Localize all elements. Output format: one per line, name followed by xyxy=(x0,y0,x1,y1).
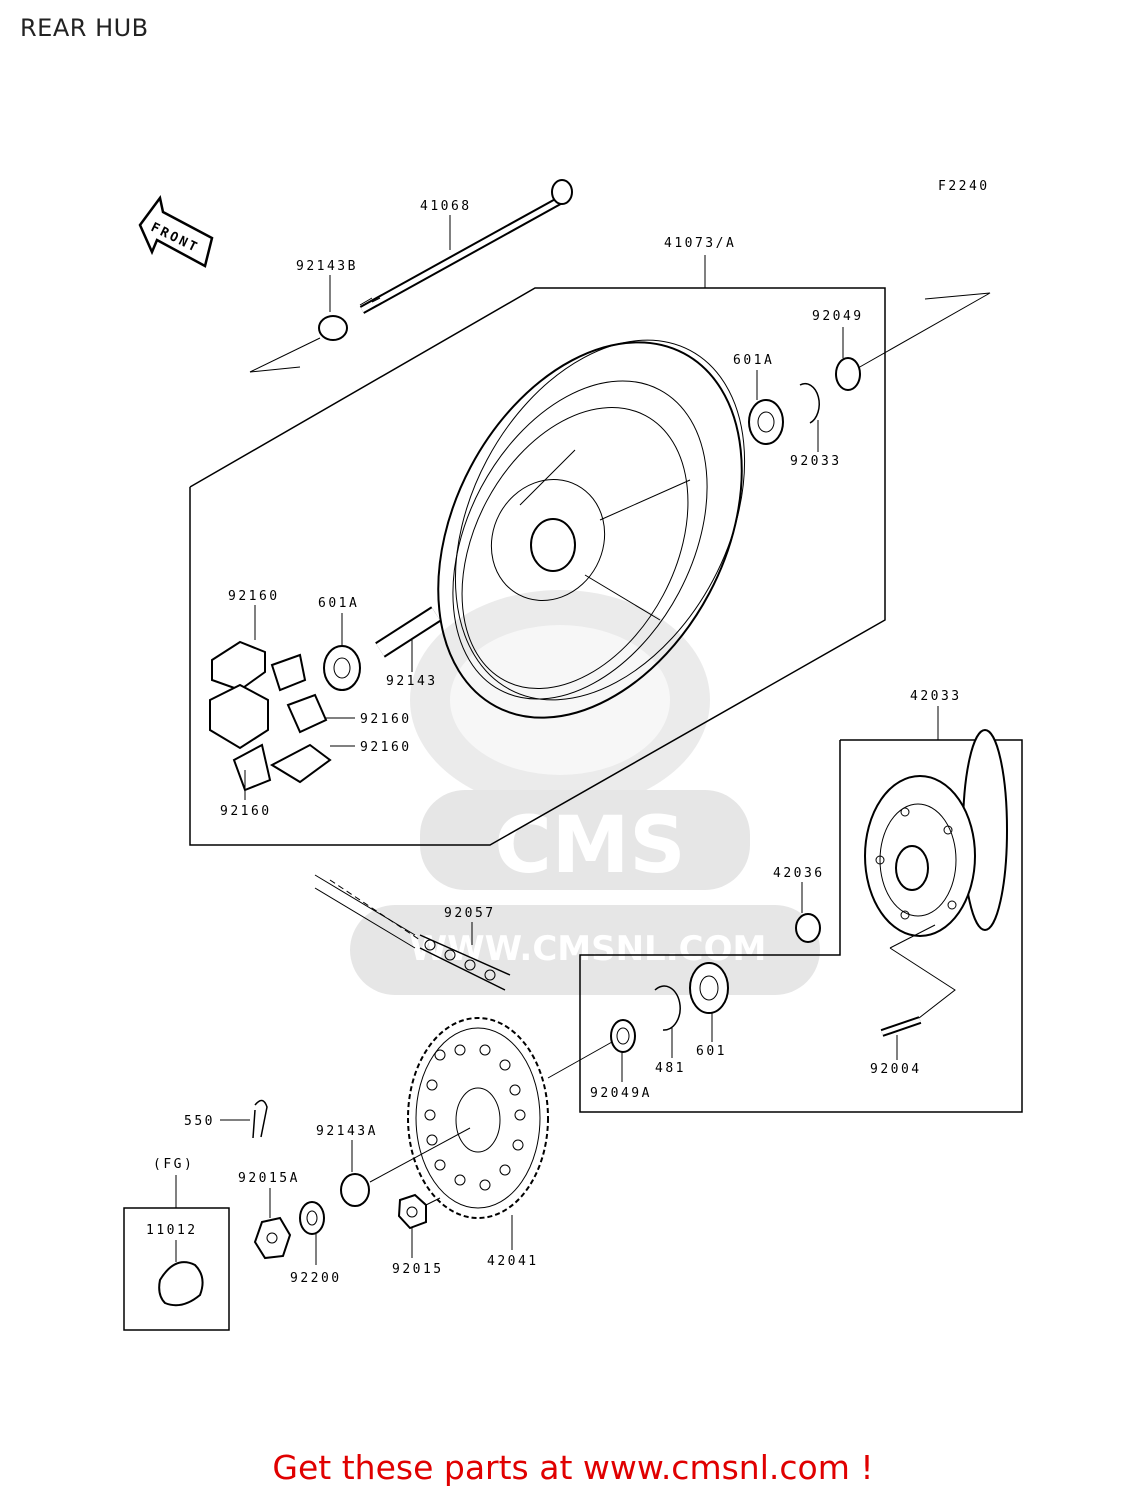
wheel-assembly-box xyxy=(189,287,886,846)
part-label-92160-top: 92160 xyxy=(228,589,280,604)
part-label-92049a: 92049A xyxy=(590,1086,652,1101)
part-label-601a-top: 601A xyxy=(733,353,774,368)
fg-option-box xyxy=(123,1207,230,1331)
circlip-92033 xyxy=(799,382,820,424)
part-label-92143a: 92143A xyxy=(316,1124,378,1139)
axle-41068 xyxy=(359,179,573,314)
seal-92049 xyxy=(835,357,861,391)
part-label-fg: (FG) xyxy=(153,1157,194,1172)
footer-promo-text: Get these parts at www.cmsnl.com ! xyxy=(272,1448,874,1487)
part-label-92033: 92033 xyxy=(790,454,842,469)
seal-92049a xyxy=(610,1019,636,1053)
figure-code: F2240 xyxy=(938,179,990,194)
watermark: CMS WWW.CMSNL.COM xyxy=(350,590,820,995)
part-label-550: 550 xyxy=(184,1114,215,1129)
washer-92200 xyxy=(299,1201,325,1235)
cotter-pin-550 xyxy=(252,1099,268,1139)
part-label-92160-r2: 92160 xyxy=(360,740,412,755)
nut-92015 xyxy=(397,1193,427,1230)
bearing-axis-line xyxy=(857,292,991,369)
coupling-42033 xyxy=(864,729,1008,937)
circlip-481 xyxy=(654,985,681,1031)
rear-hub-exploded-diagram: CMS WWW.CMSNL.COM FRONT 41068 92143B 410… xyxy=(123,179,1023,1331)
spacer-92143 xyxy=(375,606,441,658)
castle-nut-92015a xyxy=(253,1216,292,1260)
part-label-481: 481 xyxy=(655,1061,686,1076)
hub-dampers-92160 xyxy=(209,640,332,792)
collar-92143a xyxy=(340,1173,370,1207)
front-arrow-icon: FRONT xyxy=(138,195,214,268)
part-label-92160-r1: 92160 xyxy=(360,712,412,727)
part-label-92015a: 92015A xyxy=(238,1171,300,1186)
touch-up-paint-11012 xyxy=(158,1261,204,1307)
part-label-41073a: 41073/A xyxy=(664,236,736,251)
part-label-41068: 41068 xyxy=(420,199,472,214)
part-label-92057: 92057 xyxy=(444,906,496,921)
bearing-601a-top xyxy=(748,399,784,445)
axle-axis-line xyxy=(249,337,321,373)
part-label-92160-bot: 92160 xyxy=(220,804,272,819)
part-label-42033: 42033 xyxy=(910,689,962,704)
page-title: REAR HUB xyxy=(20,14,149,42)
part-label-11012: 11012 xyxy=(146,1223,198,1238)
bearing-601a-mid xyxy=(323,645,361,691)
bearing-601 xyxy=(689,962,729,1014)
part-label-42036: 42036 xyxy=(773,866,825,881)
stud-92004 xyxy=(881,1018,921,1035)
hub-assembly-box xyxy=(579,739,1023,1113)
collar-92143b xyxy=(318,315,348,341)
part-label-92049: 92049 xyxy=(812,309,864,324)
part-label-92143: 92143 xyxy=(386,674,438,689)
chain-92057 xyxy=(314,874,511,991)
part-label-92143b: 92143B xyxy=(296,259,358,274)
rear-wheel xyxy=(437,339,746,719)
part-label-92200: 92200 xyxy=(290,1271,342,1286)
part-label-601a-mid: 601A xyxy=(318,596,359,611)
part-label-42041: 42041 xyxy=(487,1254,539,1269)
sprocket-42041 xyxy=(407,1017,549,1219)
collar-42036 xyxy=(795,913,821,943)
watermark-logo: CMS xyxy=(494,801,685,891)
part-label-601: 601 xyxy=(696,1044,727,1059)
part-label-92015: 92015 xyxy=(392,1262,444,1277)
part-label-92004: 92004 xyxy=(870,1062,922,1077)
